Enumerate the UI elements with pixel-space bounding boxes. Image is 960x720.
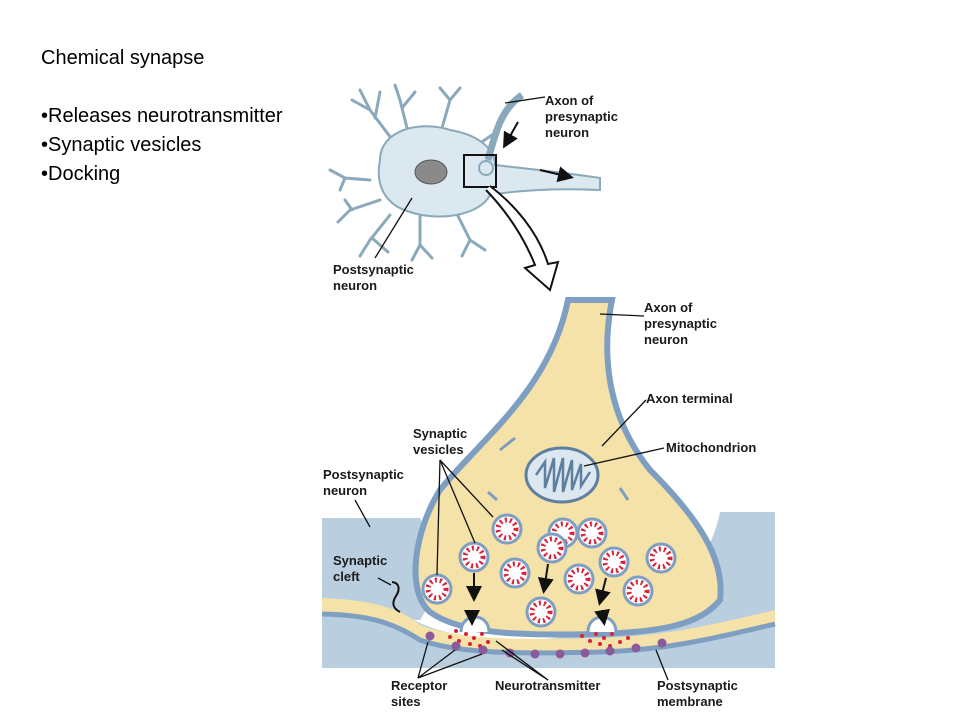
vesicle — [576, 517, 608, 549]
vesicle — [563, 563, 595, 595]
bullet-2: •Synaptic vesicles — [41, 134, 202, 156]
vesicle — [645, 542, 677, 574]
bullet-1: •Releases neurotransmitter — [41, 105, 283, 127]
label-neurotransmitter: Neurotransmitter — [495, 678, 600, 693]
vesicle — [458, 541, 490, 573]
vesicle — [525, 596, 557, 628]
vesicle-arrow-2 — [537, 563, 554, 594]
postsynaptic-membrane — [321, 611, 776, 656]
label-membrane-1: Postsynaptic — [657, 678, 738, 693]
label-axon-mid-3: neuron — [644, 332, 688, 347]
label-axon-top-2: presynaptic — [545, 109, 618, 124]
mitochondrion — [524, 446, 600, 504]
cleft-bracket — [391, 581, 401, 613]
label-vesicles-2: vesicles — [413, 442, 464, 457]
label-axon-top-3: neuron — [545, 125, 589, 140]
nucleus — [414, 159, 448, 185]
axon-bulb — [478, 160, 494, 176]
zoom-box — [463, 154, 497, 188]
label-receptor-2: sites — [391, 694, 421, 709]
label-post-top-1: Postsynaptic — [333, 262, 414, 277]
label-cleft-2: cleft — [333, 569, 360, 584]
vesicle-arrow-3 — [595, 577, 611, 606]
bullet-3: •Docking — [41, 163, 121, 185]
vesicle — [622, 575, 654, 607]
leader-lines — [354, 313, 669, 681]
label-membrane-2: membrane — [657, 694, 723, 709]
postsyn-left-band — [322, 518, 435, 620]
label-post-top-2: neuron — [333, 278, 377, 293]
slide-text-block: Chemical synapse •Releases neurotransmit… — [41, 44, 283, 189]
label-post-mid-2: neuron — [323, 483, 367, 498]
synapse-zoom — [321, 297, 776, 681]
flow-arrow-1 — [503, 121, 519, 149]
label-cleft-1: Synaptic — [333, 553, 387, 568]
fusing-vesicle-2 — [586, 615, 618, 633]
vesicle — [491, 513, 523, 545]
label-post-mid-1: Postsynaptic — [323, 467, 404, 482]
vesicle — [421, 573, 453, 605]
slide-title: Chemical synapse — [41, 47, 205, 69]
label-axon-mid-2: presynaptic — [644, 316, 717, 331]
dendrites — [328, 83, 494, 262]
receptor-sites — [425, 631, 667, 659]
fusing-vesicle-1 — [459, 615, 491, 633]
synaptic-vesicles — [421, 513, 677, 628]
label-mitochondrion: Mitochondrion — [666, 440, 756, 455]
label-axon-terminal: Axon terminal — [646, 391, 733, 406]
zoom-arrow — [485, 185, 560, 292]
label-axon-mid-1: Axon of — [644, 300, 693, 315]
cytoskeleton-marks — [487, 436, 630, 502]
vesicle — [499, 557, 531, 589]
vesicle — [536, 532, 568, 564]
vesicle — [598, 546, 630, 578]
flow-arrow-2 — [539, 166, 574, 183]
label-receptor-1: Receptor — [391, 678, 447, 693]
label-axon-top-1: Axon of — [545, 93, 594, 108]
neuron-overview — [328, 83, 601, 292]
presynaptic-axon — [484, 92, 525, 161]
leader-post-top — [374, 197, 413, 259]
leader-axon-top — [504, 96, 546, 104]
label-vesicles-1: Synaptic — [413, 426, 467, 441]
release-arrow-2 — [594, 608, 610, 626]
